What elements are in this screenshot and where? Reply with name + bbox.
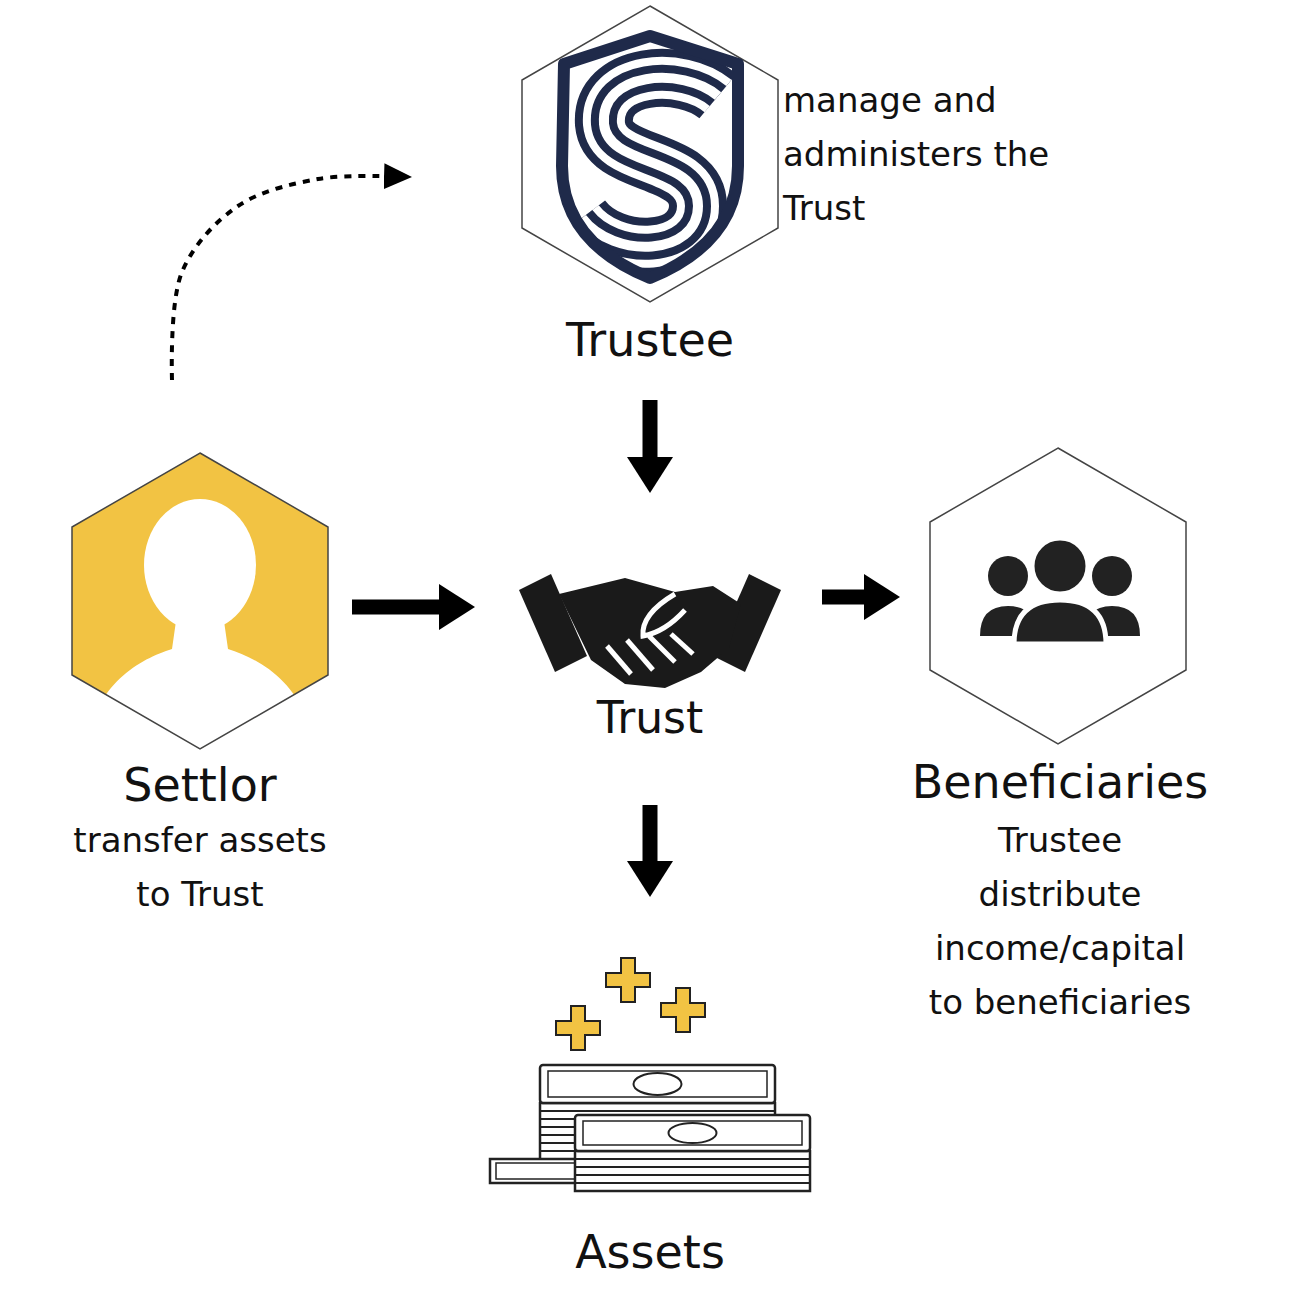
node-title: Trust xyxy=(515,690,785,746)
bill-border xyxy=(496,1163,576,1179)
node-icon xyxy=(72,453,328,749)
node-icon xyxy=(515,548,785,698)
person-head xyxy=(1032,538,1088,594)
shield-stripe xyxy=(582,78,718,247)
plus-sign xyxy=(606,958,650,1002)
person-head xyxy=(144,499,256,631)
handshake-hands xyxy=(559,578,741,688)
bill-face xyxy=(575,1115,810,1151)
person-head xyxy=(1092,556,1132,596)
node-handshake: Trust xyxy=(515,548,785,746)
node-description: Trustee distribute income/capital to ben… xyxy=(913,813,1207,1029)
bill-edge xyxy=(575,1182,810,1184)
plus-sign xyxy=(556,1006,600,1050)
node-icon xyxy=(522,6,778,302)
handshake-thumb xyxy=(643,594,685,636)
node-shield: Trusteemanage and administers the Trust xyxy=(520,6,780,368)
flow-arrow xyxy=(352,600,439,615)
hexagon-outline xyxy=(522,6,778,302)
bill-edge xyxy=(575,1166,810,1168)
hexagon-outline xyxy=(72,453,328,749)
node-title: Assets xyxy=(480,1224,820,1280)
person-silhouette xyxy=(86,499,314,753)
handshake-finger xyxy=(607,646,631,674)
person-head xyxy=(988,556,1028,596)
node-icon xyxy=(930,448,1186,744)
shield-stripe xyxy=(582,78,718,247)
flow-arrow xyxy=(822,590,864,605)
node-description: manage and administers the Trust xyxy=(783,73,1093,235)
bill-single xyxy=(490,1159,582,1183)
node-person: Settlortransfer assets to Trust xyxy=(40,453,360,921)
bill-edge xyxy=(575,1158,810,1160)
node-description: transfer assets to Trust xyxy=(60,813,340,921)
bill-edge xyxy=(540,1110,775,1112)
bill-border xyxy=(583,1121,802,1145)
bill-edge xyxy=(575,1174,810,1176)
node-money: Assets xyxy=(480,955,820,1280)
flow-arrow xyxy=(643,400,658,457)
bill-face xyxy=(540,1065,775,1103)
bill-stack-side xyxy=(575,1151,810,1191)
shield-s-letter xyxy=(582,78,718,247)
node-people: BeneficiariesTrustee distribute income/c… xyxy=(900,448,1220,1029)
node-title: Beneficiaries xyxy=(900,754,1220,810)
bill-oval xyxy=(634,1073,682,1095)
handshake-finger xyxy=(671,634,693,654)
person-body xyxy=(86,621,314,753)
handshake-finger xyxy=(649,636,675,662)
shield-stripe xyxy=(582,78,718,247)
dotted-arrow xyxy=(172,176,384,380)
flow-arrow xyxy=(643,805,658,861)
node-title: Settlor xyxy=(40,757,360,813)
shield-outline xyxy=(562,36,738,278)
plus-sign xyxy=(661,988,705,1032)
handshake-finger xyxy=(627,640,653,670)
hexagon-outline xyxy=(930,448,1186,744)
node-title: Trustee xyxy=(520,312,780,368)
shield-stripe xyxy=(582,78,718,247)
person-body xyxy=(1014,600,1106,644)
bill-border xyxy=(548,1071,767,1097)
bill-oval xyxy=(669,1123,717,1143)
node-icon xyxy=(480,955,820,1195)
